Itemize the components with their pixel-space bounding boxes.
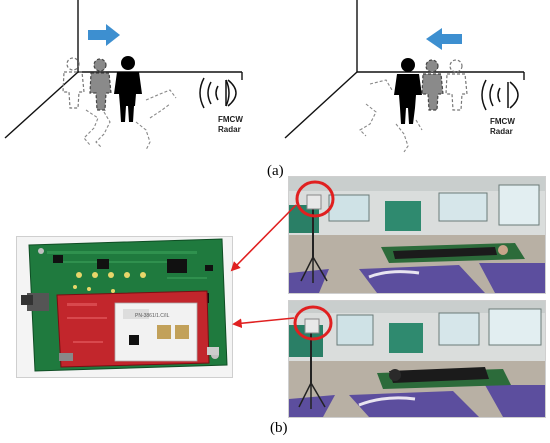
red-arrow-icon bbox=[232, 317, 295, 329]
radar-board-illustration: PN-3861/1.C/IL bbox=[21, 238, 228, 372]
radar-board-photo: PN-3861/1.C/IL bbox=[16, 236, 233, 378]
room-scene-illustration bbox=[289, 301, 545, 417]
ghost-person-icon bbox=[62, 57, 85, 109]
panel-b-label: (b) bbox=[270, 420, 288, 436]
ghost-person-icon bbox=[445, 59, 468, 111]
radar-label: FMCW bbox=[490, 117, 515, 126]
radar-label: Radar bbox=[490, 127, 513, 136]
experiment-photo-1 bbox=[288, 176, 546, 294]
radar-icon bbox=[481, 79, 519, 111]
grey-person-icon bbox=[89, 58, 112, 111]
room-scene-illustration bbox=[289, 177, 545, 293]
person-icon bbox=[114, 56, 142, 122]
board-text: PN-3861/1.C/IL bbox=[135, 313, 170, 319]
radar-label: Radar bbox=[218, 125, 241, 134]
radar-label: FMCW bbox=[218, 115, 243, 124]
footprint-trail-icon bbox=[359, 79, 423, 153]
grey-person-icon bbox=[421, 59, 444, 111]
scene-right-walking-left: FMCW Radar bbox=[284, 0, 525, 153]
radar-icon bbox=[199, 77, 237, 109]
footprint-trail-icon bbox=[83, 89, 177, 151]
movement-arrow-right-icon bbox=[88, 24, 120, 46]
scene-left-walking-right: FMCW Radar bbox=[4, 0, 243, 151]
experiment-photo-2 bbox=[288, 300, 546, 418]
movement-arrow-left-icon bbox=[426, 28, 462, 50]
red-arrow-icon bbox=[230, 204, 297, 272]
panel-a-label: (a) bbox=[267, 163, 284, 179]
room-floor-lines bbox=[284, 0, 525, 139]
person-icon bbox=[394, 58, 422, 124]
